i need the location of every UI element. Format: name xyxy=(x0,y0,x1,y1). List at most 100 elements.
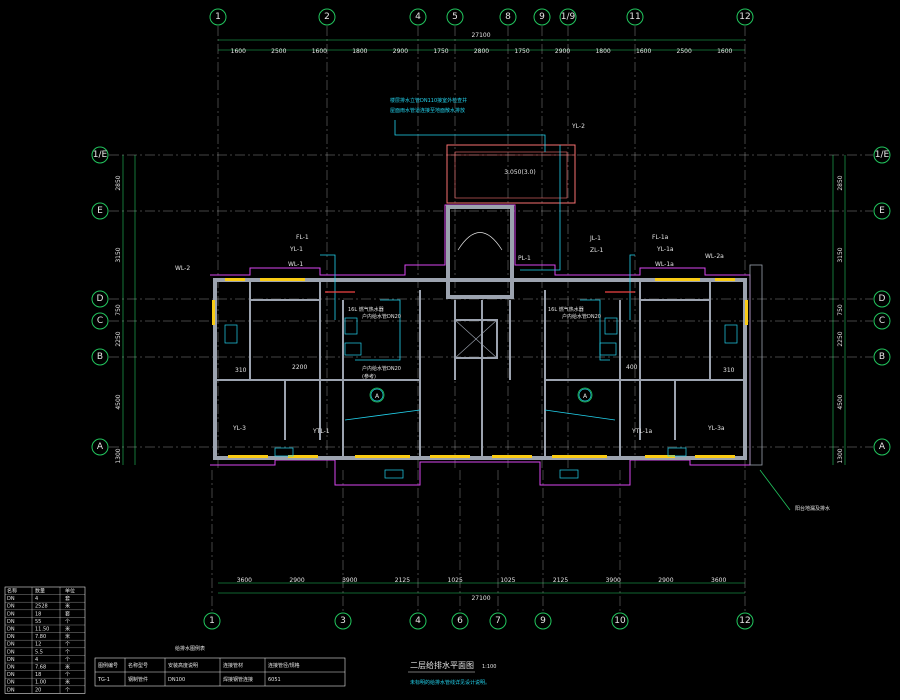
label-yl2-top: YL-2 xyxy=(571,123,585,130)
legend-cell-4: 6051 xyxy=(268,677,281,683)
dim-small-r3: 310 xyxy=(723,367,735,374)
axis-right-1-label: E xyxy=(879,206,885,216)
axis-right-5-label: A xyxy=(879,442,886,452)
left-dim-4: 4500 xyxy=(115,394,122,409)
stats-cell-2-2: 米 xyxy=(65,603,70,610)
balcony-label: 3.050(3.0) xyxy=(504,169,535,176)
right-dim-2: 750 xyxy=(837,304,844,316)
axis-bottom-0: 1 xyxy=(203,612,221,630)
legend-header-2: 安装高度说明 xyxy=(168,662,198,669)
axis-top-5: 9 xyxy=(533,8,551,26)
fixtures xyxy=(224,317,738,479)
stats-cell-8-1: 5.5 xyxy=(35,649,43,655)
axis-bottom-5: 9 xyxy=(534,612,552,630)
left-dim-2: 750 xyxy=(115,304,122,316)
legend-cell-3: 焊接钢管连接 xyxy=(223,676,253,683)
stats-cell-3-0: DN xyxy=(7,611,15,617)
bottom-dim-4: 1025 xyxy=(448,577,463,584)
axis-bottom-6-label: 10 xyxy=(614,616,626,626)
label-wl2: WL-2 xyxy=(175,265,190,272)
stats-cell-13-0: DN xyxy=(7,687,15,693)
axis-top-1: 2 xyxy=(318,8,336,26)
legend-cell-2: DN100 xyxy=(168,677,185,683)
top-total-dim: 27100 xyxy=(471,32,490,39)
label-fl1a: FL-1a xyxy=(652,234,669,241)
axis-top-5-label: 9 xyxy=(539,12,545,22)
axis-top-0: 1 xyxy=(209,8,227,26)
stats-cell-12-1: 1.00 xyxy=(35,680,46,686)
label-jl1: JL-1 xyxy=(589,235,601,242)
left-dim-1: 3150 xyxy=(115,247,122,262)
bottom-dim-5: 1025 xyxy=(500,577,515,584)
axis-top-4: 8 xyxy=(499,8,517,26)
bottom-total-dim: 27100 xyxy=(471,595,490,602)
axis-top-2: 4 xyxy=(409,8,427,26)
label-ytl1a: YTL-1a xyxy=(631,428,653,435)
legend-cell-1: 钢制管件 xyxy=(128,676,148,683)
callout-left-2: 户内给水管DN20 xyxy=(362,313,401,320)
bottom-dim-2: 3900 xyxy=(342,577,357,584)
stats-cell-12-0: DN xyxy=(7,680,15,686)
axis-bottom-5-label: 9 xyxy=(540,616,546,626)
top-dim-9: 1800 xyxy=(595,48,610,55)
axis-top-8-label: 12 xyxy=(739,12,750,22)
stats-cell-4-2: 个 xyxy=(65,619,70,625)
stats-cell-4-1: 55 xyxy=(35,619,41,625)
stats-cell-10-1: 7.68 xyxy=(35,665,46,671)
bottom-dim-1: 2900 xyxy=(289,577,304,584)
label-zl1: ZL-1 xyxy=(590,247,604,254)
top-dim-12: 1600 xyxy=(717,48,732,55)
stats-cell-9-2: 个 xyxy=(65,657,70,663)
axis-right-4-label: B xyxy=(879,352,885,362)
bottom-dim-9: 3600 xyxy=(711,577,726,584)
axis-left-4: B xyxy=(91,348,109,366)
stats-cell-13-1: 20 xyxy=(35,687,41,693)
axis-bottom-1-label: 3 xyxy=(340,616,346,626)
right-dim-4: 4500 xyxy=(837,394,844,409)
axis-right-2: D xyxy=(873,290,891,308)
pipe-labels: YL-2 楼层排水立管DN110接室外检查井 屋面雨水管道连接至地面散水排放 F… xyxy=(175,97,830,512)
legend-header-3: 连接管材 xyxy=(223,662,243,669)
label-wl1a: WL-1a xyxy=(655,261,674,268)
axis-left-2: D xyxy=(91,290,109,308)
top-dim-4: 2900 xyxy=(393,48,408,55)
stats-cell-4-0: DN xyxy=(7,619,15,625)
axis-left-2-label: D xyxy=(97,294,104,304)
stats-cell-12-2: 米 xyxy=(65,679,70,686)
stats-cell-8-0: DN xyxy=(7,649,15,655)
axis-bottom-6: 10 xyxy=(611,612,629,630)
stats-cell-13-2: 个 xyxy=(65,687,70,693)
stats-cell-7-1: 12 xyxy=(35,642,41,648)
axis-right-1: E xyxy=(873,202,891,220)
legend-cell-0: TG-1 xyxy=(97,677,110,683)
right-dim-1: 3150 xyxy=(837,247,844,262)
axis-right-5: A xyxy=(873,438,891,456)
stats-cell-3-1: 18 xyxy=(35,611,41,617)
stats-cell-9-1: 4 xyxy=(35,657,38,663)
top-dim-2: 1600 xyxy=(312,48,327,55)
dim-small-l1: 310 xyxy=(235,367,247,374)
legend-header-0: 图例编号 xyxy=(98,662,118,669)
stats-cell-0-2: 单位 xyxy=(65,588,75,595)
stats-cell-6-2: 米 xyxy=(65,633,70,640)
riser-note-2: 屋面雨水管道连接至地面散水排放 xyxy=(390,107,465,114)
stats-cell-10-2: 米 xyxy=(65,664,70,671)
axis-top-6-label: 1/9 xyxy=(561,12,576,22)
callout-right-2: 户内给水管DN20 xyxy=(562,313,601,320)
dimension-lines xyxy=(122,39,846,594)
stats-cell-1-1: 4 xyxy=(35,596,38,602)
stats-cell-1-2: 套 xyxy=(65,595,70,602)
hatched-wall xyxy=(749,264,763,466)
pipe-lines xyxy=(320,120,791,511)
room-a-markers: A A xyxy=(369,387,593,403)
stats-cell-3-2: 套 xyxy=(65,610,70,617)
stats-cell-0-1: 数量 xyxy=(35,588,45,595)
top-dim-6: 2800 xyxy=(474,48,489,55)
axis-top-1-label: 2 xyxy=(324,12,330,22)
